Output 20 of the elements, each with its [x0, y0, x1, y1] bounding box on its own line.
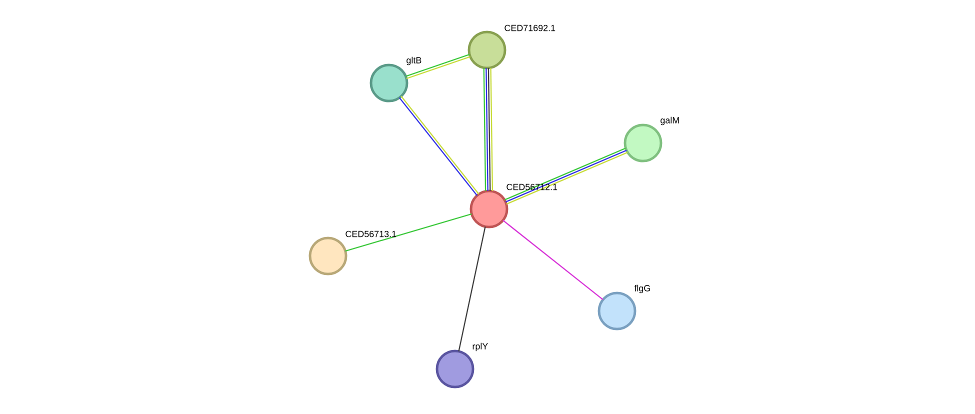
- edge-line: [486, 68, 488, 192]
- edge-line: [345, 213, 472, 252]
- edge-line: [488, 68, 491, 191]
- edge-line: [502, 220, 604, 300]
- node-circle: [624, 124, 662, 162]
- node-circle: [470, 190, 508, 228]
- node-circle: [436, 350, 474, 388]
- edge-line: [458, 226, 486, 352]
- node-label: CED56713.1: [346, 230, 396, 238]
- node-label: rplY: [472, 342, 488, 352]
- edge-line: [490, 68, 494, 191]
- node-circle: [370, 64, 408, 102]
- node-circle: [468, 30, 506, 70]
- node-label: gltB: [406, 56, 422, 66]
- node-label: flgG: [634, 284, 650, 294]
- node-label: CED71692.1: [504, 24, 556, 32]
- edge-line: [483, 68, 486, 192]
- node-circle: [308, 236, 348, 276]
- node-circle: [598, 292, 636, 330]
- node-label: galM: [660, 116, 679, 126]
